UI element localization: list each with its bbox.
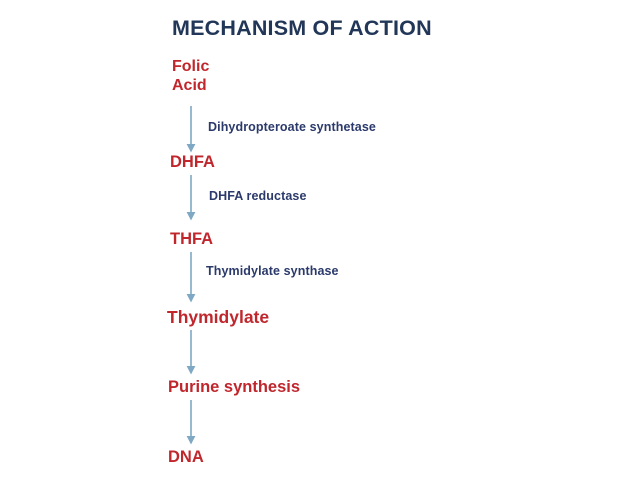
metabolite-thfa: THFA bbox=[170, 230, 214, 248]
arrow-thymidylate-to-purine bbox=[183, 330, 199, 376]
metabolite-dhfa: DHFA bbox=[170, 153, 215, 171]
enzyme-dhfa-reductase: DHFA reductase bbox=[209, 189, 307, 203]
metabolite-thymidylate: Thymidylate bbox=[167, 307, 270, 327]
arrow-purine-to-dna bbox=[183, 400, 199, 446]
arrow-folic-to-dhfa bbox=[183, 106, 199, 154]
metabolite-purine-synthesis: Purine synthesis bbox=[168, 378, 301, 396]
metabolite-folic-acid-line1: Folic bbox=[172, 58, 210, 75]
arrow-thfa-to-thymidylate bbox=[183, 252, 199, 304]
enzyme-thymidylate-synthase: Thymidylate synthase bbox=[206, 264, 339, 278]
metabolite-dna: DNA bbox=[168, 448, 204, 466]
enzyme-dihydropteroate-synthetase: Dihydropteroate synthetase bbox=[208, 120, 376, 134]
arrow-dhfa-to-thfa bbox=[183, 175, 199, 222]
metabolite-folic-acid: Folic Acid bbox=[172, 58, 209, 96]
metabolite-folic-acid-line2: Acid bbox=[172, 76, 207, 94]
page-title: MECHANISM OF ACTION bbox=[172, 16, 432, 40]
